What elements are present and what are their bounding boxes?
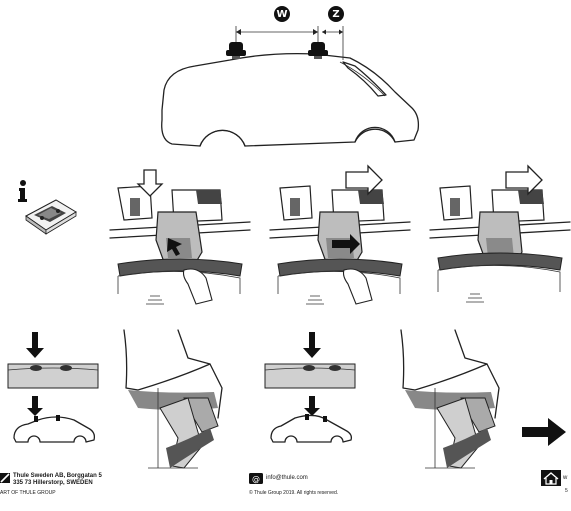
email-icon: @	[249, 473, 263, 484]
fitting-kit-illustration	[22, 196, 78, 235]
arrow-right-icon[interactable]	[522, 418, 566, 446]
email-link[interactable]: info@thule.com	[266, 475, 308, 481]
step-panel-1	[109, 168, 251, 308]
dimension-z-badge: Z	[328, 6, 344, 22]
car-side-illustration	[150, 0, 430, 175]
company-address: 335 73 Hillerstorp, SWEDEN	[13, 480, 93, 486]
press-roof-illustration-right	[264, 330, 356, 450]
web-link-partial[interactable]: w	[563, 475, 568, 481]
roof-detail-illustration-right	[395, 328, 505, 474]
group-label: ART OF THULE GROUP	[0, 490, 56, 496]
copyright-text: © Thule Group 2019. All rights reserved.	[249, 490, 339, 496]
step-panel-3	[429, 164, 571, 308]
home-icon	[541, 470, 561, 486]
svg-text:@: @	[252, 475, 260, 484]
company-name: Thule Sweden AB, Borggatan 5	[13, 473, 102, 479]
roof-foot-front	[226, 42, 246, 59]
info-icon	[16, 180, 30, 202]
step-panel-2	[269, 164, 411, 308]
roof-foot-rear	[308, 42, 328, 59]
press-roof-illustration-left	[7, 330, 99, 450]
thule-logo-mark	[0, 473, 10, 483]
page-number-partial: 5	[565, 488, 568, 494]
roof-detail-illustration-left	[118, 328, 228, 474]
dimension-w-badge: W	[274, 6, 290, 22]
